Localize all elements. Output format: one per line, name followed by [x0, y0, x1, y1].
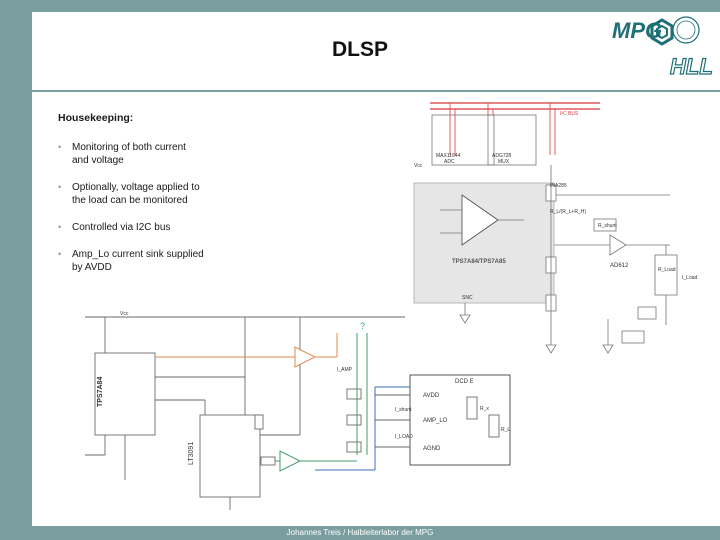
rl-label: R_L — [501, 427, 510, 433]
bullet-item: •Controlled via I2C bus — [58, 222, 171, 233]
avdd-label: AVDD — [423, 393, 440, 399]
header-panel: DLSP — [32, 12, 720, 90]
opamp-part-label: TPS7A84/TPS7A85 — [452, 259, 506, 265]
logo-text-top: MPG — [612, 18, 662, 43]
housekeeping-heading: Housekeeping: — [58, 112, 134, 124]
blue-sense-wire — [315, 386, 410, 471]
hexagon-logo-icon — [650, 18, 674, 46]
regulator-region — [413, 182, 555, 304]
bullet-icon: • — [58, 142, 62, 152]
dcde-label: DCD E — [455, 379, 474, 385]
rload-label: R_Load — [658, 267, 676, 273]
schematic-top: I²C BUS MAX11644 ADC ADG728 MUX Vᴄᴄ TPS7… — [413, 102, 698, 354]
bullet-icon: • — [58, 182, 62, 192]
i2c-bus-label: I²C BUS — [560, 111, 579, 117]
mpg-hll-logo: MPG HLL — [612, 16, 713, 78]
snc-label: SNC — [462, 295, 473, 301]
content-panel — [32, 92, 720, 526]
lt3091-label: LT3091 — [188, 442, 195, 465]
load-resistor — [654, 254, 678, 296]
iload-label-top: I_Load — [682, 275, 698, 281]
amp-lo-label: AMP_LO — [423, 418, 448, 424]
ad612-label: AD612 — [610, 263, 629, 269]
adc-type: ADC — [444, 159, 455, 165]
mux-name: ADG728 — [492, 153, 511, 159]
lt3091-block — [199, 414, 261, 498]
ishunt-label: I_shunt — [395, 407, 412, 413]
adc-block — [431, 114, 495, 166]
adc-name: MAX11644 — [436, 153, 461, 159]
mux-type: MUX — [498, 159, 510, 165]
bullet-icon: • — [58, 222, 62, 232]
tps7a84-block — [94, 352, 156, 436]
opamp-symbol — [461, 194, 499, 246]
green-sense-wire — [275, 333, 368, 472]
bullet-icon: • — [58, 249, 62, 259]
iload-label-bottom: I_LOAD — [395, 434, 413, 440]
seal-icon — [672, 16, 700, 44]
ina-label: INA285 — [550, 183, 567, 189]
rx-label: R_x — [480, 406, 489, 412]
orange-sense-wire — [155, 333, 338, 368]
question-mark: ? — [360, 321, 365, 331]
iamp-label: I_AMP — [337, 367, 353, 373]
load-resistor-bottom — [488, 414, 500, 438]
slide-footer: Johannes Treis / Halbleiterlabor der MPG — [286, 528, 434, 537]
rshunt-label: R_shunt — [598, 223, 617, 229]
vcc-label-top: Vᴄᴄ — [414, 163, 423, 169]
mux-block — [487, 114, 537, 166]
ratio-label: R_L/(R_L+R_H) — [550, 209, 586, 215]
slide-title: DLSP — [331, 38, 388, 61]
tps7a84-label: TPS7A84 — [97, 377, 104, 407]
schematic-bottom: Vᴄᴄ TPS7A84 LT3091 ? DCD E AVDD AMP_LO A… — [85, 311, 511, 510]
agnd-label: AGND — [423, 446, 441, 452]
logo-text-bottom: HLL — [670, 54, 713, 78]
bullet-list: Housekeeping: •Monitoring of both curren… — [58, 112, 228, 288]
vcc-label-bottom: Vᴄᴄ — [120, 311, 129, 317]
